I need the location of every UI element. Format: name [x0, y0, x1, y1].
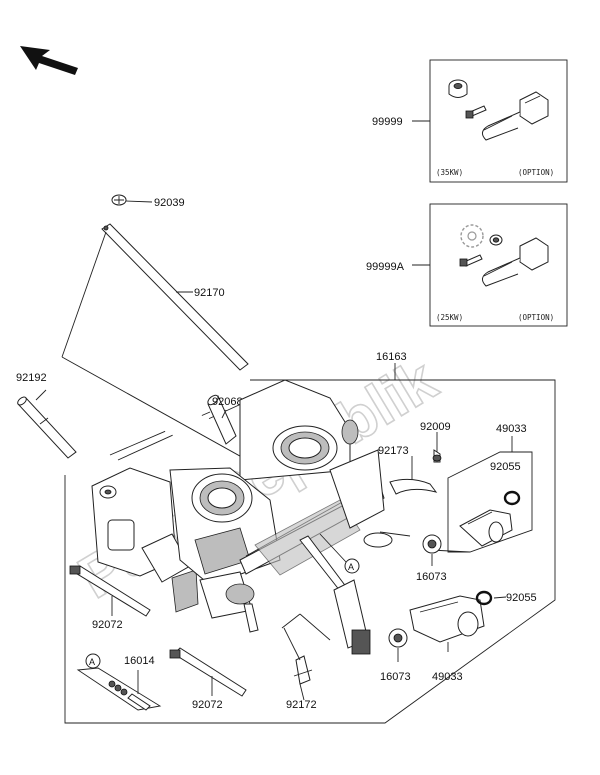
injector-lower — [409, 590, 507, 652]
option-label-2: (OPTION) — [518, 313, 554, 322]
part-label-16073-top: 16073 — [416, 571, 447, 583]
part-label-92072-left: 92072 — [92, 619, 123, 631]
part-label-92055-top: 92055 — [490, 461, 521, 473]
part-label-92072-bottom: 92072 — [192, 699, 223, 711]
kit-16014: A — [76, 653, 162, 711]
hose-92192 — [17, 389, 77, 459]
part-label-92055-bottom: 92055 — [506, 592, 537, 604]
part-label-92039: 92039 — [154, 197, 185, 209]
callout-a-kit: A — [89, 657, 95, 667]
throttle-body — [91, 379, 411, 655]
strap-92170 — [101, 223, 249, 371]
part-label-16014: 16014 — [124, 655, 155, 667]
part-label-99999: 99999 — [372, 116, 403, 128]
part-label-92172: 92172 — [286, 699, 317, 711]
front-arrow-icon — [20, 46, 78, 75]
part-label-99999a: 99999A — [366, 261, 405, 273]
clip-92172 — [281, 613, 331, 701]
part-label-92173: 92173 — [378, 445, 409, 457]
screw-92009 — [432, 432, 442, 463]
power-label-25kw: (25KW) — [436, 313, 463, 322]
svg-text:A: A — [348, 562, 354, 572]
part-label-49033-top: 49033 — [496, 423, 527, 435]
assembly-outline — [64, 379, 556, 724]
hose-92068 — [207, 394, 237, 445]
clamp-92173 — [389, 456, 438, 495]
callout-a-main: A — [319, 533, 360, 574]
part-label-92009: 92009 — [420, 421, 451, 433]
part-label-16073-bottom: 16073 — [380, 671, 411, 683]
option-kit-box-25kw: (25KW) (OPTION) — [412, 203, 568, 327]
part-label-92192: 92192 — [16, 372, 47, 384]
injector-box-upper — [429, 436, 533, 553]
option-kit-box-35kw: (35KW) (OPTION) — [412, 59, 568, 183]
option-label-1: (OPTION) — [518, 168, 554, 177]
part-label-92068: 92068 — [212, 396, 243, 408]
cable-tie-92072-bottom — [169, 647, 247, 697]
seal-16073-lower — [388, 628, 408, 662]
seal-16073-upper — [422, 534, 442, 566]
part-label-92170: 92170 — [194, 287, 225, 299]
screw-92039 — [111, 194, 153, 206]
cable-tie-92072-left — [69, 565, 151, 617]
part-label-16163: 16163 — [376, 351, 407, 363]
power-label-35kw: (35KW) — [436, 168, 463, 177]
part-label-49033-bottom: 49033 — [432, 671, 463, 683]
